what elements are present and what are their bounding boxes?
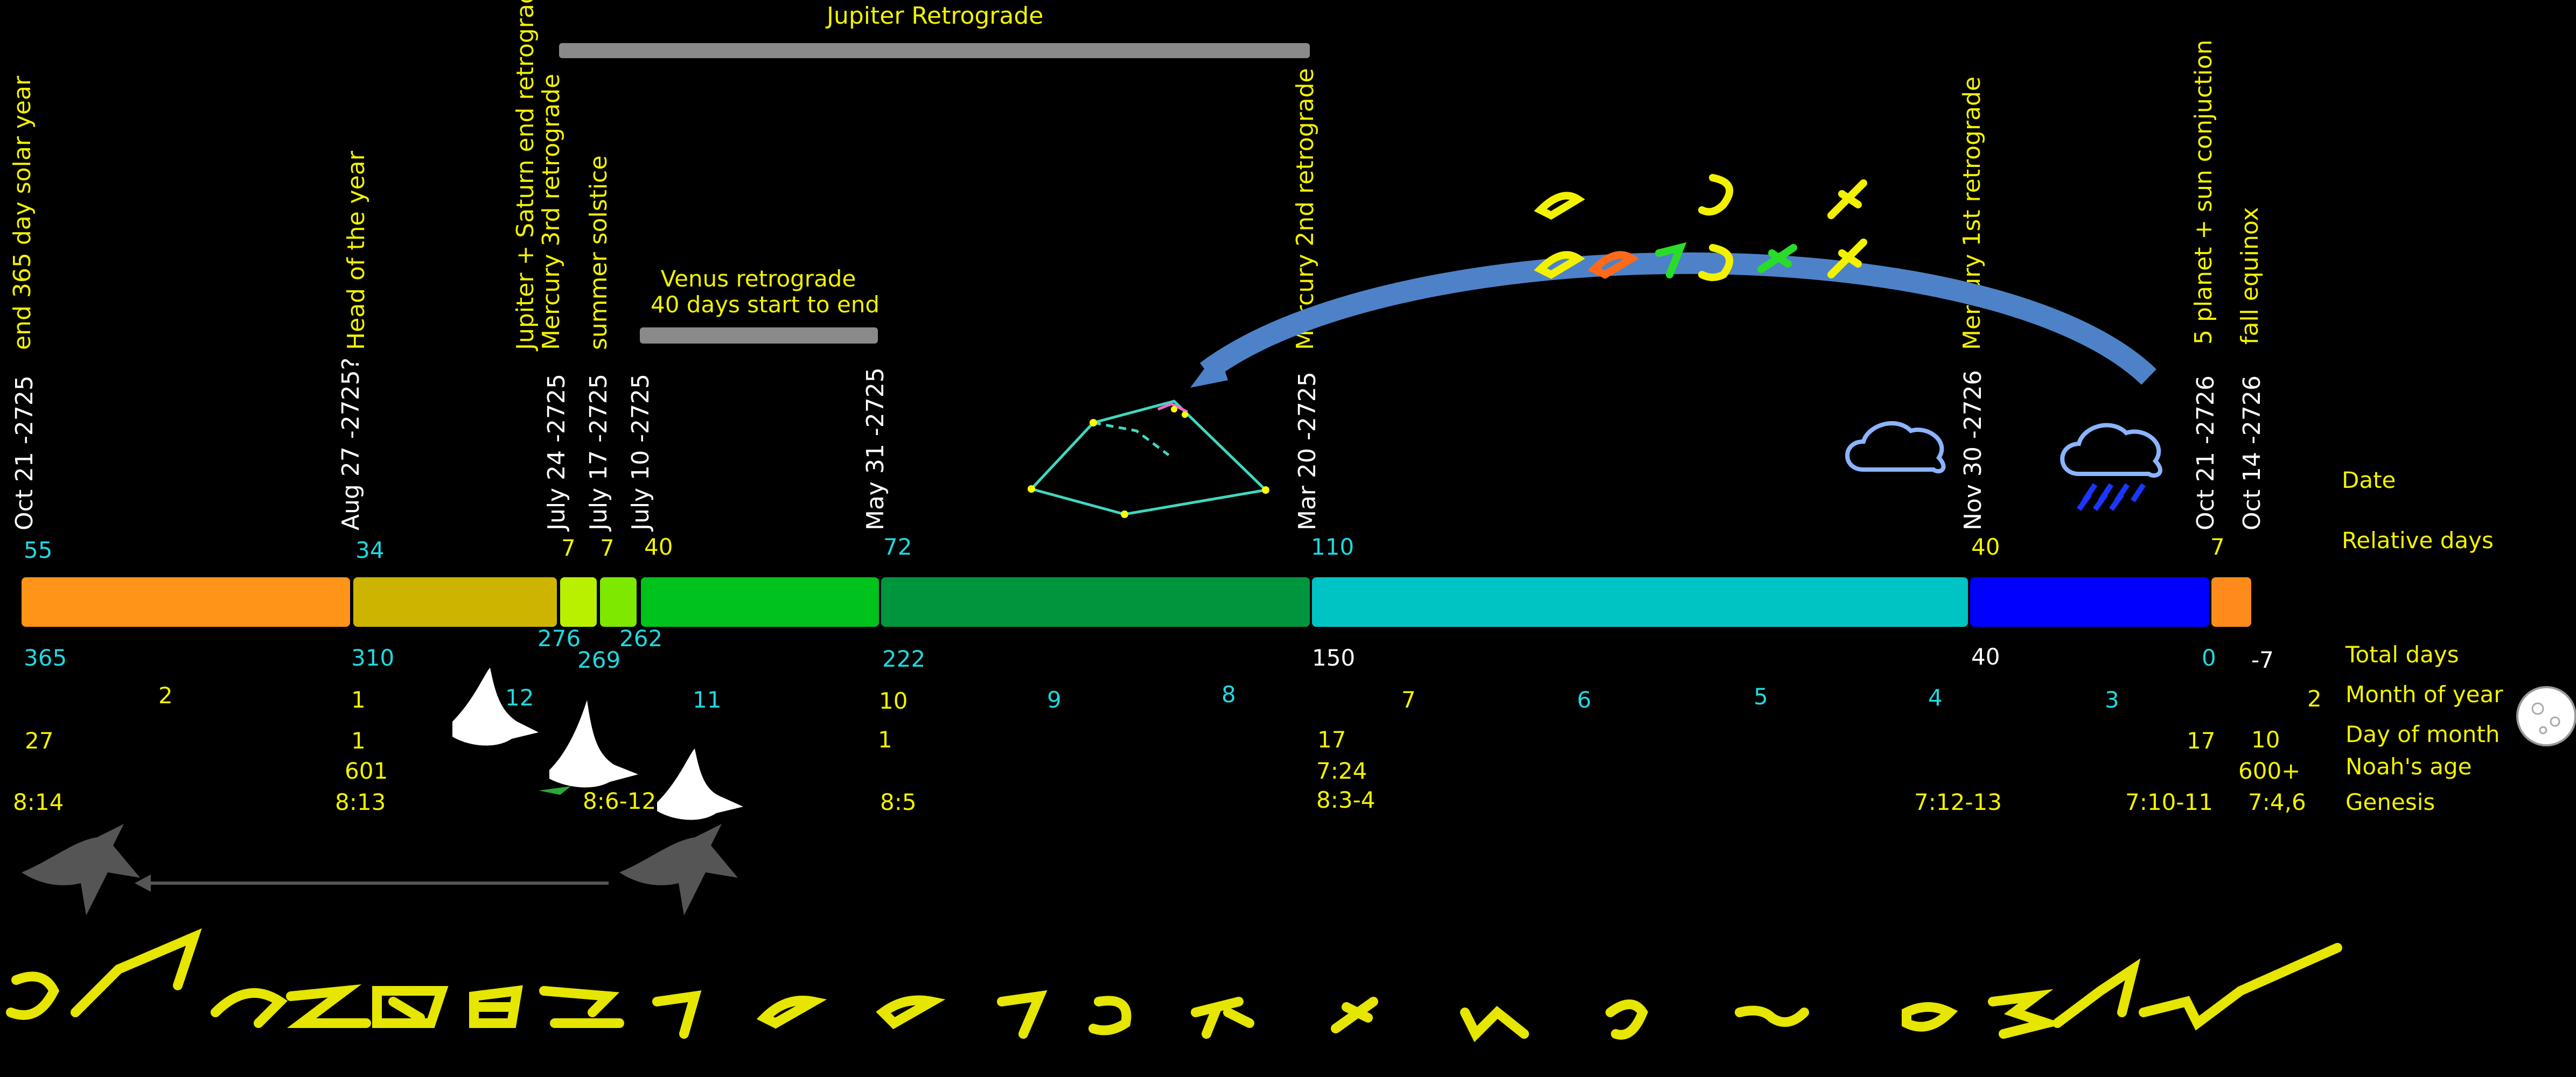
relative-days: 7	[561, 535, 576, 561]
relative-days: 40	[644, 534, 673, 560]
moon-icon	[2516, 686, 2576, 746]
timeline-segment	[1970, 577, 2209, 627]
row-label-day: Day of month	[2345, 721, 2500, 747]
total-days: 0	[2202, 645, 2216, 671]
timeline-segment	[560, 577, 597, 627]
genesis-ref: 7:24	[1316, 758, 1367, 784]
month-of-year: 8	[1221, 681, 1236, 708]
day-of-month: 17	[2187, 728, 2216, 754]
row-label-month: Month of year	[2345, 681, 2503, 708]
month-of-year: 4	[1928, 684, 1943, 711]
month-of-year: 3	[2105, 687, 2119, 713]
venus-retrograde-bar	[640, 327, 878, 344]
row-label-total: Total days	[2345, 641, 2459, 668]
genesis-ref: 8:5	[880, 789, 917, 815]
constellation-icon	[1028, 400, 1269, 518]
venus-retrograde-label: Venus retrograde 40 days start to end	[651, 265, 880, 318]
row-label-relative: Relative days	[2342, 527, 2494, 554]
day-of-month: 17	[1317, 726, 1346, 753]
month-of-year: 10	[879, 688, 908, 714]
month-of-year: 6	[1577, 687, 1591, 713]
timeline-segment	[2211, 577, 2251, 627]
jupiter-retrograde-bar	[559, 43, 1310, 58]
timeline-segment	[641, 577, 879, 627]
row-label-date: Date	[2342, 467, 2396, 493]
relative-days: 55	[24, 537, 53, 563]
total-days: 365	[24, 645, 67, 671]
timeline-segment	[881, 577, 1310, 627]
genesis-ref: 8:6-12	[583, 788, 657, 814]
genesis-ref: 8:13	[335, 789, 386, 815]
timeline-segment	[600, 577, 637, 627]
day-of-month: 10	[2251, 726, 2280, 753]
total-days: 40	[1971, 644, 2000, 670]
month-of-year: 1	[351, 687, 366, 713]
relative-days: 40	[1971, 534, 2000, 560]
genesis-ref: 7:4,6	[2248, 789, 2306, 815]
cloud-icon	[1845, 421, 1946, 473]
month-of-year: 2	[158, 682, 173, 709]
month-of-year: 9	[1047, 687, 1062, 713]
total-days: 310	[351, 645, 395, 671]
ancient-glyphs-arc	[1534, 174, 1867, 281]
jupiter-retrograde-label: Jupiter Retrograde	[827, 2, 1044, 30]
day-of-month: 27	[25, 728, 54, 754]
total-days: 276	[537, 625, 581, 652]
relative-days: 34	[355, 537, 385, 563]
month-of-year: 11	[693, 687, 722, 713]
raven-flight-arrow	[135, 875, 609, 892]
relative-days: 7	[2210, 534, 2225, 560]
total-days: 222	[882, 646, 926, 672]
relative-days: 72	[883, 534, 912, 560]
month-of-year: 12	[505, 684, 534, 711]
row-label-genesis: Genesis	[2345, 789, 2435, 815]
genesis-ref: 8:14	[13, 789, 64, 815]
relative-days: 7	[600, 535, 615, 561]
dove-icon	[452, 668, 743, 820]
month-of-year: 5	[1754, 683, 1768, 710]
noahs-age: 601	[345, 758, 388, 784]
month-of-year: 2	[2307, 686, 2322, 712]
noahs-age: 600+	[2238, 758, 2301, 784]
rain-cloud-icon	[2060, 423, 2162, 511]
timeline-segment	[1312, 577, 1968, 627]
genesis-ref: 7:10-11	[2125, 789, 2213, 815]
row-label-age: Noah's age	[2345, 753, 2472, 780]
total-days: 150	[1312, 645, 1356, 671]
relative-days: 110	[1311, 534, 1355, 560]
genesis-ref: 7:12-13	[1914, 789, 2002, 815]
total-days: 262	[619, 625, 663, 652]
raven-icon	[22, 824, 738, 915]
day-of-month: 1	[351, 728, 366, 754]
timeline-segment	[22, 577, 350, 627]
total-days: -7	[2251, 647, 2274, 673]
total-days: 269	[577, 647, 621, 673]
timeline-segment	[353, 577, 557, 627]
genesis-ref: 8:3-4	[1316, 787, 1376, 813]
arc-arrow-icon	[1190, 252, 2156, 388]
day-of-month: 1	[878, 726, 892, 753]
month-of-year: 7	[1401, 687, 1416, 713]
ancient-glyphs-bottom	[6, 928, 2342, 1043]
